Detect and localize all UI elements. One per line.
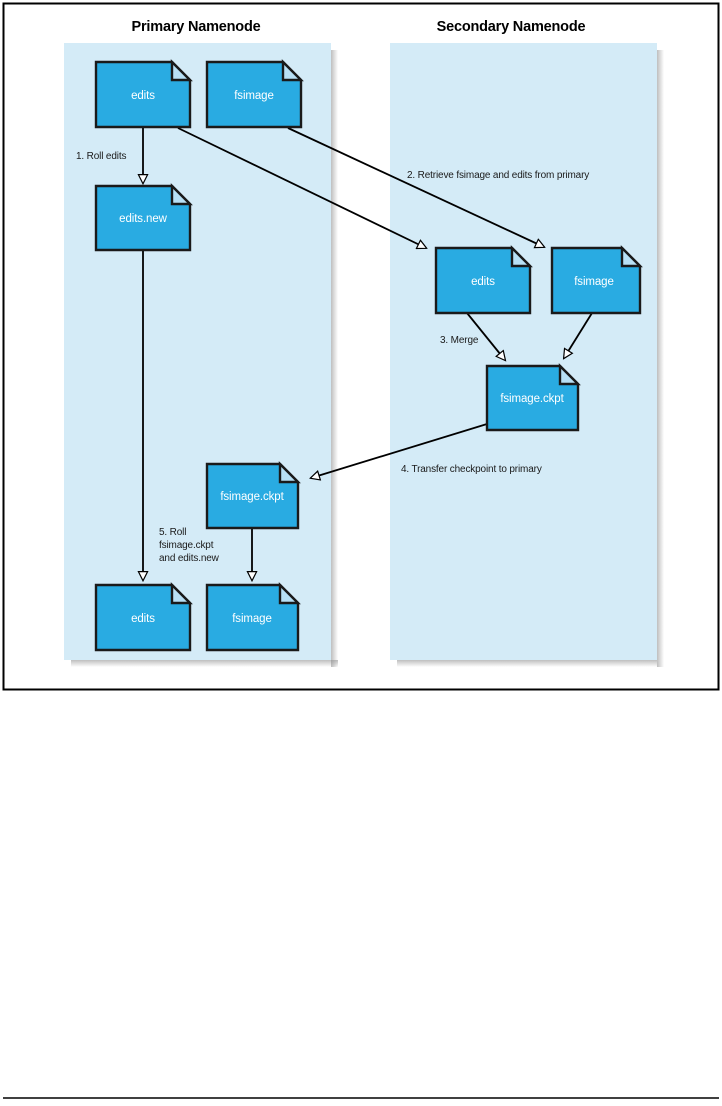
doc-primary-edits-bottom: edits: [94, 582, 193, 652]
doc-label: edits: [131, 613, 155, 625]
step-label-3: 3. Merge: [440, 335, 479, 346]
doc-secondary-fsimage: fsimage: [550, 245, 643, 315]
panel-secondary: [390, 43, 664, 667]
doc-secondary-fsimage-ckpt: fsimage.ckpt: [485, 363, 581, 432]
doc-label: fsimage.ckpt: [500, 393, 564, 405]
doc-primary-fsimage-bottom: fsimage: [205, 582, 301, 652]
edge-4-transfer-checkpoint: [311, 423, 488, 478]
doc-primary-edits-top: edits: [94, 59, 193, 129]
doc-label: edits: [471, 276, 495, 288]
step-label-5: 5. Roll fsimage.ckpt and edits.new: [159, 527, 220, 564]
step-label-5-line-3: and edits.new: [159, 553, 220, 564]
edge-3-merge-edits: [466, 312, 505, 360]
panel-primary-body: [64, 43, 331, 660]
doc-primary-fsimage-ckpt: fsimage.ckpt: [205, 461, 301, 530]
panel-primary: [64, 43, 338, 667]
doc-secondary-edits: edits: [434, 245, 533, 315]
doc-label: edits.new: [119, 213, 167, 225]
step-label-1: 1. Roll edits: [76, 151, 126, 162]
step-label-5-line-2: fsimage.ckpt: [159, 540, 214, 551]
doc-primary-edits-new: edits.new: [94, 183, 193, 252]
edge-2-edits-to-secondary: [177, 127, 426, 248]
step-label-5-line-1: 5. Roll: [159, 527, 186, 538]
panel-title-primary: Primary Namenode: [132, 19, 261, 35]
doc-label: fsimage: [574, 276, 614, 288]
step-label-4: 4. Transfer checkpoint to primary: [401, 464, 542, 475]
panel-title-secondary: Secondary Namenode: [437, 19, 586, 35]
edge-2-fsimage-to-secondary: [287, 127, 544, 247]
doc-primary-fsimage-top: fsimage: [205, 59, 304, 129]
doc-label: fsimage: [232, 613, 272, 625]
edge-3-merge-fsimage: [564, 312, 593, 358]
step-label-2: 2. Retrieve fsimage and edits from prima…: [407, 170, 589, 181]
doc-label: fsimage.ckpt: [220, 491, 284, 503]
doc-label: fsimage: [234, 90, 274, 102]
doc-label: edits: [131, 90, 155, 102]
panel-secondary-body: [390, 43, 657, 660]
